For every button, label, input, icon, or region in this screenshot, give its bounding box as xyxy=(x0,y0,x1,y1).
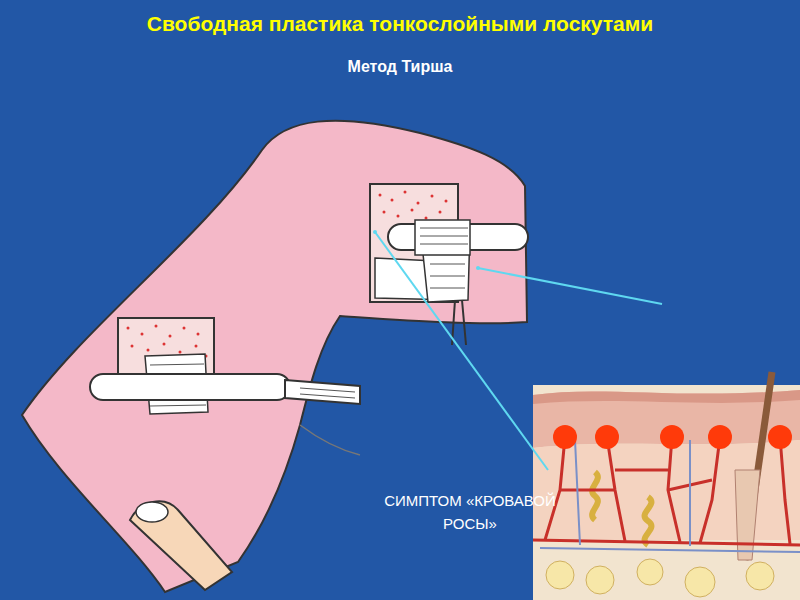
slide-title: Свободная пластика тонкослойными лоскута… xyxy=(0,12,800,36)
blood-dew-dots xyxy=(553,425,792,449)
leader-line xyxy=(375,232,662,470)
symptom-label: СИМПТОМ «КРОВАВОЙ РОСЫ» xyxy=(380,490,560,535)
subtitle: Метод Тирша xyxy=(250,55,550,79)
finger xyxy=(130,501,232,590)
donor-wound-upper xyxy=(370,184,470,345)
skin-knife-lower xyxy=(90,374,360,404)
skin-histology-inset xyxy=(533,372,800,600)
skin-knife-upper xyxy=(388,220,528,255)
